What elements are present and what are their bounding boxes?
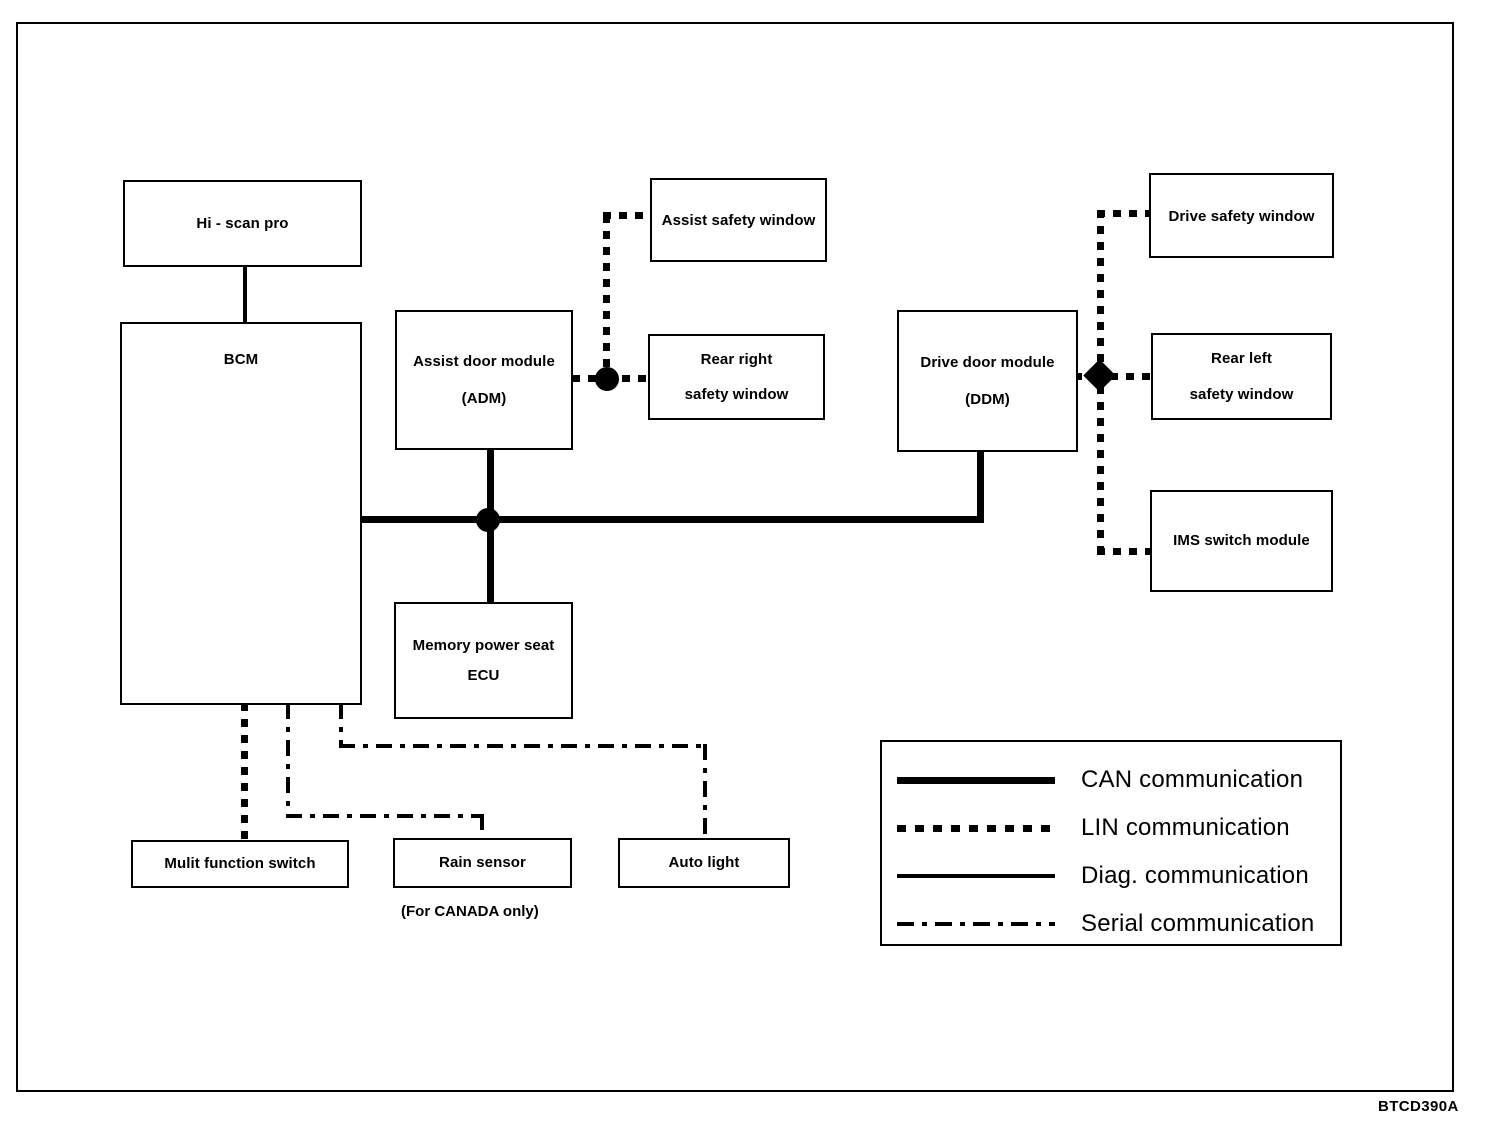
node-label-line1: Rear right <box>700 350 773 368</box>
node-label-line1: Assist door module <box>413 352 555 370</box>
node-rain-sensor[interactable]: Rain sensor <box>393 838 572 888</box>
legend-sample-lin-line <box>897 821 1055 835</box>
node-hi-scan-pro[interactable]: Hi - scan pro <box>123 180 362 267</box>
node-label: Mulit function switch <box>164 855 316 873</box>
node-label: Auto light <box>668 854 740 872</box>
node-drive-safety-window[interactable]: Drive safety window <box>1149 173 1334 258</box>
legend: CAN communication LIN communication Diag… <box>880 740 1342 946</box>
legend-row-lin: LIN communication <box>882 804 1340 852</box>
node-rear-left-safety-window[interactable]: Rear left safety window <box>1151 333 1332 420</box>
node-rear-right-safety-window[interactable]: Rear right safety window <box>648 334 825 420</box>
rain-sensor-note-text: (For CANADA only) <box>401 903 539 920</box>
node-label: BCM <box>223 351 259 368</box>
serial-link-bcm-rain-h <box>286 814 484 818</box>
can-link-trunk-memory-seat <box>487 516 494 604</box>
node-bcm[interactable]: BCM <box>120 322 362 705</box>
can-junction-dot <box>476 508 500 532</box>
node-label-line1: Drive door module <box>920 353 1055 371</box>
legend-label-serial: Serial communication <box>1081 910 1315 937</box>
lin-link-junction-assist-window-h <box>603 212 651 219</box>
node-drive-door-module[interactable]: Drive door module (DDM) <box>897 310 1078 452</box>
legend-label-can: CAN communication <box>1081 766 1304 793</box>
node-label-line1: Rear left <box>1211 350 1272 368</box>
node-label-line2: (DDM) <box>965 391 1010 408</box>
can-link-adm-trunk <box>487 448 494 520</box>
legend-row-serial: Serial communication <box>882 900 1340 948</box>
lin-link-junction-assist-window <box>603 215 610 381</box>
lin-link-rear-left-safety-window <box>1110 373 1152 380</box>
legend-row-diag: Diag. communication <box>882 852 1340 900</box>
node-assist-door-module[interactable]: Assist door module (ADM) <box>395 310 573 450</box>
serial-link-bcm-autolight-v2 <box>703 744 707 842</box>
serial-link-bcm-autolight-h <box>339 744 707 748</box>
node-auto-light[interactable]: Auto light <box>618 838 790 888</box>
legend-row-can: CAN communication <box>882 756 1340 804</box>
lin-junction-dot-adm <box>595 367 619 391</box>
legend-label-lin: LIN communication <box>1081 814 1290 841</box>
node-label: Drive safety window <box>1168 208 1315 225</box>
node-label: Assist safety window <box>661 212 816 229</box>
serial-link-bcm-autolight-v1 <box>339 703 343 748</box>
node-label-line2: safety window <box>1189 385 1294 403</box>
lin-link-ims-switch-module <box>1097 548 1151 555</box>
node-label-line1: Memory power seat <box>412 637 555 655</box>
serial-link-bcm-rain-v1 <box>286 703 290 818</box>
figure-code: BTCD390A <box>1378 1098 1459 1115</box>
lin-link-adm-junction <box>572 375 606 382</box>
can-bus-trunk <box>360 516 984 523</box>
node-memory-power-seat-ecu[interactable]: Memory power seat ECU <box>394 602 573 719</box>
legend-sample-diag-line <box>897 869 1055 883</box>
diag-link-hiscan-bcm <box>243 265 247 325</box>
lin-link-junction-rear-right <box>606 375 650 382</box>
node-multi-function-switch[interactable]: Mulit function switch <box>131 840 349 888</box>
rain-sensor-note: (For CANADA only) <box>401 903 539 920</box>
can-link-ddm-trunk <box>977 450 984 520</box>
lin-link-drive-safety-window <box>1097 210 1151 217</box>
legend-label-diag: Diag. communication <box>1081 862 1309 889</box>
node-assist-safety-window[interactable]: Assist safety window <box>650 178 827 262</box>
node-label: Rain sensor <box>439 854 526 872</box>
node-label: IMS switch module <box>1173 532 1310 550</box>
legend-sample-serial-line <box>897 917 1055 931</box>
node-label-line2: safety window <box>684 386 789 403</box>
lin-link-bcm-multi-function-switch <box>241 703 248 843</box>
node-ims-switch-module[interactable]: IMS switch module <box>1150 490 1333 592</box>
node-label-line2: ECU <box>467 666 500 684</box>
legend-sample-can-line <box>897 773 1055 787</box>
node-label-line2: (ADM) <box>461 390 507 407</box>
serial-link-bcm-rain-v2 <box>480 814 484 842</box>
node-label: Hi - scan pro <box>196 214 289 232</box>
